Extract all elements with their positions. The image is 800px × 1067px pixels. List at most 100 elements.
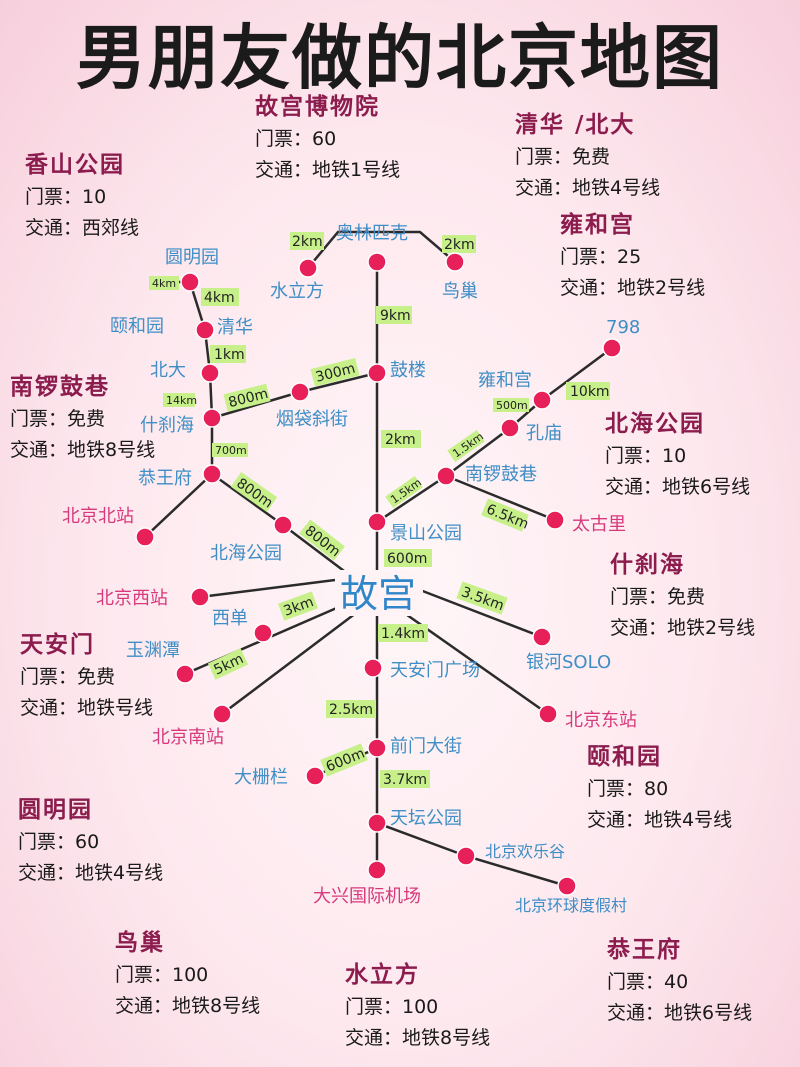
svg-text:2km: 2km [292,234,323,250]
line-nanzhan [221,609,361,715]
node-yandaixiejie[interactable] [290,382,310,402]
info-card-transit: 交通：地铁6号线 [607,1002,753,1024]
info-card-gongwangfu: 恭王府 门票：40 交通：地铁6号线 [607,933,752,1029]
node-tiantan[interactable] [367,813,387,833]
node-xidan[interactable] [253,623,273,643]
info-card-ticket: 门票：10 [25,186,107,208]
info-card-qinghua-beida: 清华 /北大 门票：免费 交通：地铁4号线 [515,108,660,204]
info-card-name: 北海公园 [605,411,705,437]
info-card-name: 水立方 [345,962,420,988]
info-card-ticket: 门票：10 [605,445,687,467]
info-card-name: 雍和宫 [560,212,635,238]
node-yonghegong[interactable] [532,390,552,410]
info-card-yiheyuan: 颐和园 门票：80 交通：地铁4号线 [587,740,732,836]
info-card-shuilifang: 水立方 门票：100 交通：地铁8号线 [345,958,490,1054]
dist-tag: 1.4km [378,624,428,642]
info-card-name: 天安门 [20,632,95,658]
label-yinhe: 银河SOLO [526,652,611,673]
label-tiantan: 天坛公园 [390,808,462,829]
info-card-transit: 交通：地铁4号线 [587,809,733,831]
node-yuanmingyuan[interactable] [180,272,200,292]
info-card-name: 清华 /北大 [515,112,636,138]
label-beida: 北大 [150,360,186,381]
info-card-ticket: 门票：免费 [515,146,611,168]
hub-bg [335,570,423,616]
info-card-transit: 交通：地铁8号线 [115,995,261,1017]
info-card-beihai: 北海公园 门票：10 交通：地铁6号线 [605,407,750,503]
node-nanluoguxiang[interactable] [436,466,456,486]
node-jingshan[interactable] [367,512,387,532]
svg-text:500m: 500m [496,399,528,412]
svg-text:2km: 2km [444,237,475,253]
svg-text:1km: 1km [214,347,245,363]
label-yandaixiejie: 烟袋斜街 [276,409,348,430]
dist-tag: 10km [566,382,610,400]
node-gulou[interactable] [367,363,387,383]
label-shuilifang: 水立方 [270,281,324,302]
node-beida[interactable] [200,363,220,383]
node-beijingdongzhan[interactable] [538,704,558,724]
node-beijingbeizhan[interactable] [135,527,155,547]
svg-text:2.5km: 2.5km [329,702,373,718]
node-shuilifang[interactable] [298,258,318,278]
node-huanlegu[interactable] [456,846,476,866]
label-qinghua: 清华 [217,317,253,338]
node-huanqiu[interactable] [557,876,577,896]
node-qinghua[interactable] [195,320,215,340]
node-yuyuantan[interactable] [175,664,195,684]
node-798[interactable] [602,338,622,358]
label-huanlegu: 北京欢乐谷 [485,842,565,861]
label-taiguli: 太古里 [572,514,626,535]
dist-tag: 5km [207,648,249,680]
label-tiananmen: 天安门广场 [390,660,480,681]
hub-label[interactable]: 故宫 [340,572,416,616]
info-card-yuanmingyuan: 圆明园 门票：60 交通：地铁4号线 [18,793,163,889]
distance-tags: 2km 2km 9km 4km 4km 1km 14km 800m 300m 7… [149,232,610,788]
node-niaochao[interactable] [445,252,465,272]
info-card-ticket: 门票：100 [345,996,439,1018]
node-beihai[interactable] [273,515,293,535]
node-beijingnanzhan[interactable] [212,704,232,724]
info-card-name: 圆明园 [18,797,93,823]
node-daxing[interactable] [367,860,387,880]
info-card-transit: 交通：地铁8号线 [345,1027,491,1049]
node-tiananmen[interactable] [363,658,383,678]
info-card-tiananmen: 天安门 门票：免费 交通：地铁号线 [20,628,153,724]
dist-tag: 1.5km [447,430,486,463]
node-yinhe[interactable] [532,627,552,647]
node-gongwangfu[interactable] [202,464,222,484]
svg-text:4km: 4km [152,277,176,290]
node-taiguli[interactable] [545,510,565,530]
info-card-name: 颐和园 [587,744,662,770]
page-title: 男朋友做的北京地图 [76,17,724,99]
label-beijingbeizhan: 北京北站 [62,506,134,527]
label-dashilan: 大栅栏 [234,767,288,788]
line-beizhan [144,473,213,538]
node-shichahai[interactable] [202,408,222,428]
node-beijingxizhan[interactable] [190,587,210,607]
label-gulou: 鼓楼 [390,360,426,381]
node-dashilan[interactable] [305,766,325,786]
info-card-transit: 交通：地铁6号线 [605,476,751,498]
info-card-transit: 交通：地铁2号线 [610,617,756,639]
label-daxing: 大兴国际机场 [313,886,421,907]
dist-tag: 700m [212,443,248,457]
dist-tag: 3.5km [456,581,508,615]
node-kongmiao[interactable] [500,418,520,438]
dist-tag: 14km [163,393,197,407]
node-qianmen[interactable] [367,738,387,758]
svg-text:14km: 14km [166,394,197,407]
label-yuyuantan: 玉渊潭 [126,640,180,661]
info-card-transit: 交通：地铁1号线 [255,159,401,181]
info-card-shichahai: 什刹海 门票：免费 交通：地铁2号线 [610,548,755,644]
svg-text:700m: 700m [215,444,247,457]
info-card-ticket: 门票：60 [255,128,337,150]
dist-tag: 600m [320,743,368,777]
dist-tag: 6.5km [481,498,531,533]
info-card-name: 故宫博物院 [255,94,380,120]
svg-text:5km: 5km [211,651,246,678]
place-labels: 奥林匹克 水立方 鸟巢 圆明园 颐和园 清华 北大 什刹海 恭王府 北京北站 烟… [62,223,640,915]
label-kongmiao: 孔庙 [526,423,562,444]
node-aolinpike[interactable] [367,252,387,272]
label-yonghegong: 雍和宫 [478,370,532,391]
